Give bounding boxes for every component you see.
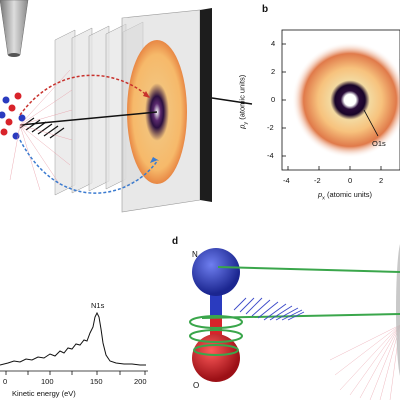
laser-line-upper	[217, 266, 400, 273]
panel-c-spectrum	[0, 311, 148, 375]
ctick-3: 150	[90, 377, 103, 386]
ytick-3: 0	[271, 95, 276, 104]
n1s-peak-label: N1s	[91, 301, 105, 310]
detector-edge	[396, 244, 400, 376]
panel-b-letter: b	[262, 4, 269, 15]
panel-b-xlabel: px (atomic units)	[318, 190, 373, 202]
phosphor-screen	[200, 8, 212, 202]
nitrogen-atom	[192, 248, 240, 296]
ctick-2: 100	[41, 377, 54, 386]
panel-c-xlabel: Kinetic energy (eV)	[12, 389, 76, 398]
laser-pulse	[19, 117, 65, 139]
panel-d-letter: d	[172, 236, 179, 247]
molecule-cluster	[0, 92, 26, 140]
atom-n-label: N	[192, 250, 198, 259]
xtick-1: -4	[283, 176, 290, 185]
ytick-1: 4	[271, 39, 276, 48]
panel-a-schematic	[0, 0, 253, 213]
wave-packet	[233, 297, 305, 321]
momentum-distribution	[292, 42, 400, 158]
emission-cone	[9, 69, 73, 191]
panel-b-ylabel: py (atomic units)	[237, 74, 249, 129]
helix-spiral	[189, 315, 243, 356]
ytick-4: -2	[267, 123, 274, 132]
panel-b-plot	[281, 29, 400, 171]
o1s-pointer	[363, 109, 379, 137]
xtick-4: 2	[379, 176, 384, 185]
red-trajectory	[19, 74, 151, 116]
ytick-2: 2	[271, 67, 276, 76]
spectrum-trace	[0, 311, 146, 366]
gas-nozzle	[0, 0, 29, 56]
ytick-5: -4	[267, 151, 274, 160]
emission-fan	[329, 324, 400, 400]
o1s-label: O1s	[372, 139, 386, 148]
xtick-3: 0	[348, 176, 353, 185]
ctick-4: 200	[134, 377, 147, 386]
xtick-2: -2	[314, 176, 321, 185]
blue-trajectory	[19, 139, 159, 194]
ctick-1: 0	[3, 377, 8, 386]
panel-d-schematic	[189, 244, 400, 400]
atom-o-label: O	[193, 381, 200, 390]
